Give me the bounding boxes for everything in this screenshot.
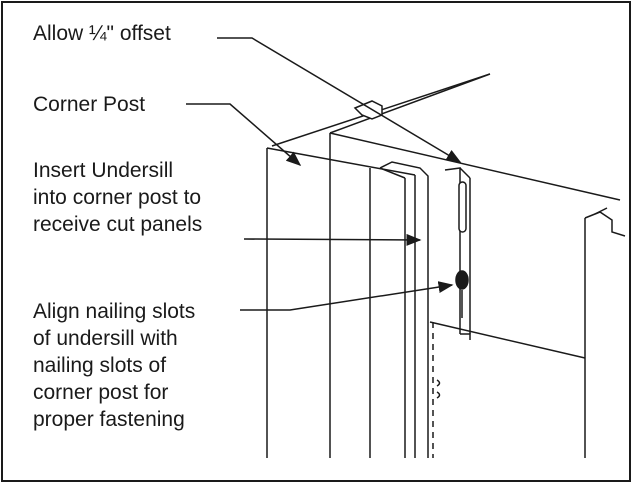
offset-leader [217, 37, 462, 163]
corner-post-top-lip [353, 100, 383, 120]
nailing-slot [455, 270, 469, 290]
top-nailing-slot [458, 181, 467, 233]
back-panel [330, 74, 625, 205]
align-slots-callout: Align nailing slots of undersill with na… [33, 298, 196, 433]
undersill-leader [243, 233, 422, 246]
cut-panel [429, 321, 586, 359]
corner-post-callout: Corner Post [33, 91, 146, 118]
align-leader [240, 281, 454, 311]
undersill-channel [379, 161, 429, 458]
offset-callout: Allow ¼" offset [33, 20, 171, 47]
undersill-callout: Insert Undersill into corner post to rec… [33, 157, 203, 238]
corner-post-leader [186, 103, 302, 166]
